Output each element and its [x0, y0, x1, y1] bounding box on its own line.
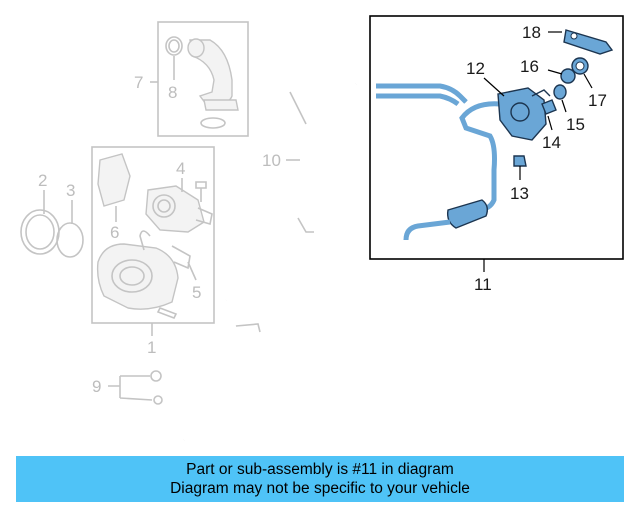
washer-16 — [560, 68, 576, 84]
leader-14 — [547, 115, 553, 131]
cooler-canister — [446, 199, 489, 229]
bolt-lower — [156, 306, 178, 320]
fitting-13 — [513, 155, 527, 167]
bolt-small — [195, 181, 207, 202]
leader-9 — [108, 375, 153, 401]
bracket-18 — [563, 29, 614, 55]
callout-1: 1 — [147, 338, 156, 357]
callout-15: 15 — [566, 115, 585, 134]
tube-lower-fill — [403, 219, 451, 241]
leader-15 — [561, 99, 567, 113]
thermostat-housing-4 — [145, 185, 213, 233]
fitting-9a — [150, 370, 162, 382]
callout-13: 13 — [510, 184, 529, 203]
callout-7: 7 — [134, 73, 143, 92]
fitting-9b — [153, 395, 163, 405]
box-item-7 — [157, 21, 249, 137]
callout-10: 10 — [262, 151, 281, 170]
callout-6: 6 — [110, 223, 119, 242]
banner-line-1: Part or sub-assembly is #11 in diagram — [186, 461, 454, 478]
fitting-14 — [541, 99, 557, 115]
hose-branch — [289, 91, 307, 125]
assembly-notice-banner: Part or sub-assembly is #11 in diagram D… — [16, 456, 624, 502]
pipe-9-inner — [165, 324, 237, 442]
pipe-9 — [166, 325, 237, 441]
callout-18: 18 — [522, 23, 541, 42]
box-item-1 — [91, 146, 215, 324]
leader-12 — [483, 77, 505, 97]
banner-line-2: Diagram may not be specific to your vehi… — [170, 480, 470, 497]
leader-16 — [547, 69, 563, 75]
box-item-11 — [369, 15, 624, 260]
callout-9: 9 — [92, 377, 101, 396]
callout-3: 3 — [66, 181, 75, 200]
washer-15 — [553, 84, 567, 100]
water-pump-housing — [96, 230, 191, 310]
tube-main-fill — [459, 101, 501, 213]
callout-5: 5 — [192, 283, 201, 302]
hose-10-inner — [224, 82, 357, 301]
leader-17 — [583, 73, 593, 89]
tube-upper-a-fill — [376, 83, 468, 104]
callout-4: 4 — [176, 159, 185, 178]
gasket-2 — [20, 209, 60, 255]
callout-12: 12 — [466, 59, 485, 78]
gasket-ring — [200, 117, 226, 129]
callout-2: 2 — [38, 171, 47, 190]
callout-14: 14 — [542, 133, 561, 152]
seal-17 — [571, 57, 589, 75]
pipe-9-top — [235, 323, 261, 333]
hose-10 — [225, 83, 357, 301]
callout-8: 8 — [168, 83, 177, 102]
callout-16: 16 — [520, 57, 539, 76]
leader-5 — [187, 261, 197, 281]
o-ring-3 — [56, 222, 84, 258]
hose-branch-2 — [297, 217, 314, 233]
valve-body-12 — [497, 87, 551, 141]
bracket-6 — [97, 153, 131, 207]
callout-17: 17 — [588, 91, 607, 110]
tube-upper-b-fill — [376, 93, 460, 107]
seal-ring-8 — [165, 36, 183, 56]
outlet-elbow-pipe — [187, 38, 239, 111]
callout-11: 11 — [474, 275, 492, 294]
